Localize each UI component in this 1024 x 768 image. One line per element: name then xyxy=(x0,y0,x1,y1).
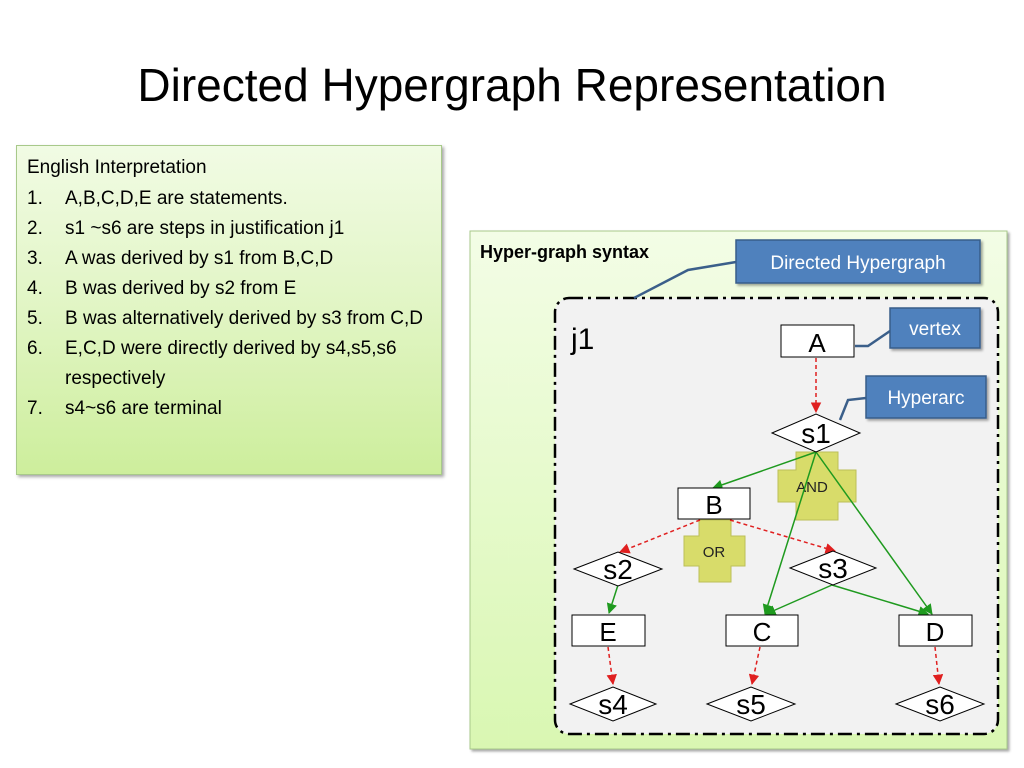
vertex-box xyxy=(780,324,855,358)
justification-box xyxy=(553,296,1000,736)
callout-text: vertex xyxy=(909,319,961,340)
interpretation-list: 1. A,B,C,D,E are statements. 2. s1 ~s6 are… xyxy=(27,184,431,424)
list-item: 5. B was alternatively derived by s3 from… xyxy=(27,304,431,334)
list-item: 4. B was derived by s2 from E xyxy=(27,274,431,304)
step-s1: s1 xyxy=(770,413,862,453)
step-s3: s3 xyxy=(788,550,878,586)
list-text: s4~s6 are terminal xyxy=(65,398,222,419)
step-label: s6 xyxy=(925,689,955,720)
vertex-box xyxy=(898,614,973,647)
interpretation-box: English Interpretation 1. A,B,C,D,E are s… xyxy=(16,145,442,475)
step-label: s5 xyxy=(736,689,766,720)
list-item: 2. s1 ~s6 are steps in justification j1 xyxy=(27,214,431,244)
vertex-d: D xyxy=(898,614,973,647)
vertex-b: B xyxy=(677,487,751,520)
premise-arrow xyxy=(606,584,619,614)
callout-pointer xyxy=(633,260,737,300)
syntax-label: Hyper-graph syntax xyxy=(480,242,649,262)
step-diamond xyxy=(894,686,986,722)
step-label: s4 xyxy=(598,689,628,720)
derivation-arrow xyxy=(729,519,837,554)
vertex-box xyxy=(677,487,751,520)
step-diamond xyxy=(568,686,658,722)
or-connector-shape xyxy=(683,519,746,583)
step-label: s2 xyxy=(603,554,633,585)
step-diamond xyxy=(770,413,862,453)
list-text: A was derived by s1 from B,C,D xyxy=(65,248,334,269)
list-number: 2. xyxy=(27,218,43,239)
vertex-label: D xyxy=(926,617,945,647)
premise-arrow xyxy=(762,451,817,616)
vertex-label: E xyxy=(599,617,616,647)
step-label: s3 xyxy=(818,553,848,584)
callout-directed-hypergraph: Directed Hypergraph xyxy=(735,239,981,284)
step-diamond xyxy=(572,551,664,587)
interpretation-heading: English Interpretation xyxy=(27,157,207,178)
step-s5: s5 xyxy=(705,686,797,722)
list-number: 6. xyxy=(27,338,43,359)
premise-arrow xyxy=(815,451,933,615)
callout-hyperarc: Hyperarc xyxy=(865,375,987,419)
list-number: 5. xyxy=(27,308,43,329)
and-connector-shape xyxy=(777,451,857,521)
list-item: 7. s4~s6 are terminal xyxy=(27,394,431,424)
callout-text: Directed Hypergraph xyxy=(770,253,945,274)
callout-text: Hyperarc xyxy=(887,388,964,409)
premise-arrow xyxy=(765,584,833,616)
list-item: 6. E,C,D were directly derived by s4,s5,s… xyxy=(27,334,431,394)
step-s4: s4 xyxy=(568,686,658,722)
step-label: s1 xyxy=(801,418,831,449)
slide-title: Directed Hypergraph Representation xyxy=(137,59,887,111)
list-item: 3. A was derived by s1 from B,C,D xyxy=(27,244,431,274)
or-connector-label: OR xyxy=(703,544,726,561)
list-item: 1. A,B,C,D,E are statements. xyxy=(27,184,431,214)
list-text: s1 ~s6 are steps in justification j1 xyxy=(65,218,345,239)
derivation-arrow xyxy=(748,646,761,686)
vertex-label: A xyxy=(808,328,826,358)
list-number: 4. xyxy=(27,278,43,299)
callout-vertex: vertex xyxy=(889,307,981,349)
step-s6: s6 xyxy=(894,686,986,722)
vertex-box xyxy=(725,614,799,647)
derivation-arrow xyxy=(606,646,617,686)
and-connector-label: AND xyxy=(796,479,828,496)
list-number: 1. xyxy=(27,188,43,209)
vertex-label: C xyxy=(753,617,772,647)
list-text: B was alternatively derived by s3 from C… xyxy=(65,308,423,329)
step-s2: s2 xyxy=(572,551,664,587)
list-text: B was derived by s2 from E xyxy=(65,278,297,299)
list-number: 3. xyxy=(27,248,43,269)
vertex-c: C xyxy=(725,614,799,647)
premise-arrow xyxy=(712,451,817,490)
derivation-arrow xyxy=(932,646,944,686)
list-number: 7. xyxy=(27,398,43,419)
vertex-e: E xyxy=(571,614,646,647)
justification-label: j1 xyxy=(570,323,594,356)
step-diamond xyxy=(705,686,797,722)
list-text: A,B,C,D,E are statements. xyxy=(65,188,288,209)
derivation-arrow xyxy=(619,519,701,554)
vertex-box xyxy=(571,614,646,647)
vertex-a: A xyxy=(780,324,855,358)
callout-box xyxy=(865,375,987,419)
callout-pointer xyxy=(855,329,891,348)
vertex-label: B xyxy=(705,490,722,520)
step-diamond xyxy=(788,550,878,586)
or-connector: OR xyxy=(683,519,746,583)
premise-arrow xyxy=(831,584,930,617)
callout-pointer xyxy=(838,396,867,421)
list-text: E,C,D were directly derived by s4,s5,s6 … xyxy=(65,338,397,389)
callout-box xyxy=(735,239,981,284)
callout-box xyxy=(889,307,981,349)
